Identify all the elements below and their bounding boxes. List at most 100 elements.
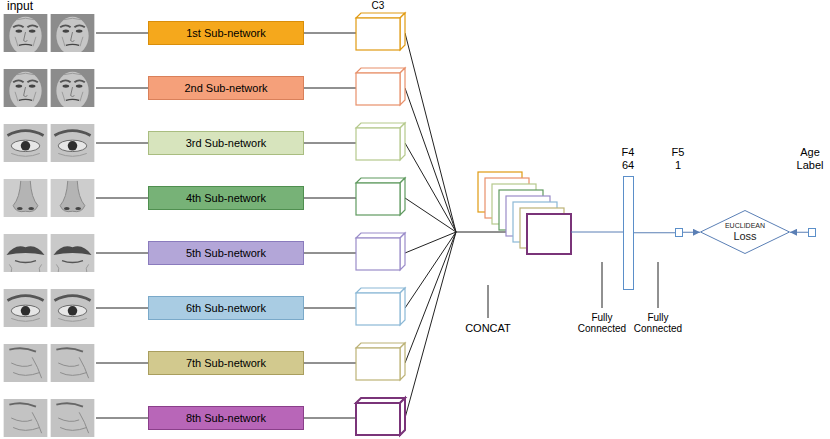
wire [304, 33, 356, 34]
cheek-image [4, 399, 48, 437]
diamond-shape [701, 211, 790, 254]
label-text: Fully Connected [578, 312, 626, 334]
face-image [51, 14, 95, 55]
wire [571, 232, 623, 233]
wire [405, 88, 456, 232]
cube-front [356, 293, 400, 325]
sub-network-box: 3rd Sub-network [148, 131, 304, 155]
cube-top [356, 68, 405, 73]
box-label: 5th Sub-network [186, 247, 266, 260]
wire [405, 198, 456, 232]
cheek-image [4, 344, 48, 382]
sub-network-box: 1st Sub-network [148, 21, 304, 45]
cube-front [356, 348, 400, 380]
nose-image [4, 179, 48, 217]
box-label: 1st Sub-network [186, 27, 265, 40]
eye-image [4, 289, 48, 327]
label-text: input [7, 0, 33, 13]
wire [96, 363, 148, 364]
cube-side [400, 123, 405, 160]
connector [634, 232, 675, 233]
leader-line [658, 262, 659, 308]
c3-cubes [356, 13, 405, 435]
cube-top [356, 343, 405, 348]
stack-slice [527, 214, 571, 254]
label-text: C3 [372, 0, 385, 11]
wire [304, 418, 356, 419]
cube-side [400, 233, 405, 270]
wire [96, 88, 148, 89]
cube-top [356, 13, 405, 18]
box-label: 8th Sub-network [186, 412, 266, 425]
wire [96, 198, 148, 199]
concat-stack [478, 172, 571, 254]
cube-side [400, 343, 405, 380]
sub-network-box: 4th Sub-network [148, 186, 304, 210]
wire [304, 308, 356, 309]
leader-line [602, 262, 603, 308]
layer-shape [623, 176, 634, 290]
feature-cube [356, 178, 405, 215]
connector [790, 232, 808, 233]
cube-front [356, 238, 400, 270]
feature-cube [356, 13, 405, 50]
box-label: 3rd Sub-network [186, 137, 267, 150]
merge-wires [405, 33, 506, 418]
mouth-image [4, 234, 48, 272]
layer-label: F4 64 [622, 146, 635, 172]
layer-shape [675, 228, 683, 237]
wire [96, 418, 148, 419]
box-label: 6th Sub-network [186, 302, 266, 315]
wire [405, 232, 456, 418]
wire [405, 33, 456, 232]
layer-node: Age Label [792, 146, 828, 237]
cube-front [356, 128, 400, 160]
cube-top [356, 178, 405, 183]
mouth-image [51, 234, 95, 272]
layer-node: F4 64 [610, 146, 646, 290]
loss-label: Loss [733, 230, 756, 242]
nose-image [51, 179, 95, 217]
sub-network-box: 8th Sub-network [148, 406, 304, 430]
wire [304, 88, 356, 89]
loss-diamond: EUCLIDEANLoss [700, 210, 790, 254]
eye-image [4, 124, 48, 162]
face-image [51, 69, 95, 110]
cube-side [400, 288, 405, 325]
sub-network-box: 5th Sub-network [148, 241, 304, 265]
face-image [4, 14, 48, 55]
layer-label: Age Label [797, 146, 824, 172]
wire [96, 33, 148, 34]
leader-line [488, 285, 489, 318]
box-label: 4th Sub-network [186, 192, 266, 205]
cube-front [356, 403, 400, 435]
cube-top [356, 123, 405, 128]
box-label: 2nd Sub-network [184, 82, 267, 95]
wire [304, 363, 356, 364]
cube-side [400, 68, 405, 105]
wire [456, 232, 506, 233]
input-images [4, 14, 95, 437]
wire [304, 198, 356, 199]
feature-cube [356, 288, 405, 325]
wire [96, 253, 148, 254]
sub-network-box: 6th Sub-network [148, 296, 304, 320]
wire [304, 253, 356, 254]
sub-network-box: 2nd Sub-network [148, 76, 304, 100]
wire [96, 308, 148, 309]
wire [405, 143, 456, 232]
face-image [4, 69, 48, 110]
label-text: Fully Connected [634, 312, 682, 334]
eye-image [51, 124, 95, 162]
wire [405, 232, 456, 363]
cube-front [356, 18, 400, 50]
cube-top [356, 288, 405, 293]
sub-network-box: 7th Sub-network [148, 351, 304, 375]
eye-image [51, 289, 95, 327]
feature-cube [356, 343, 405, 380]
feature-cube [356, 68, 405, 105]
layer-node: F5 1 [660, 146, 696, 237]
layer-label: F5 1 [672, 146, 685, 172]
